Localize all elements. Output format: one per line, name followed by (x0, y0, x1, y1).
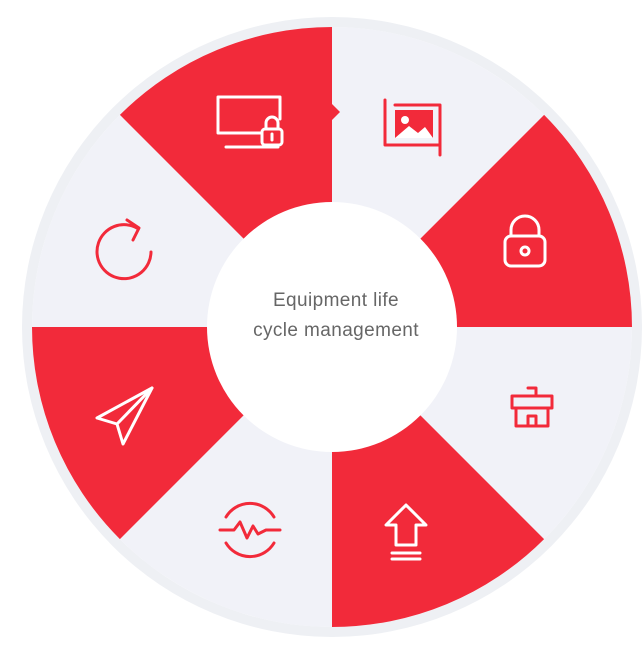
segment-lock (409, 114, 632, 336)
center-circle (207, 202, 457, 452)
refresh-icon (95, 218, 153, 281)
monitor-lock-icon (216, 95, 284, 149)
toolbox-icon (510, 386, 554, 428)
segment-upload-arrow (324, 404, 545, 627)
segment-refresh (32, 114, 255, 328)
segment-paper-plane (32, 319, 255, 540)
upload-arrow-icon (384, 503, 428, 561)
center-title-line-2: cycle management (253, 320, 419, 341)
segment-toolbox (409, 327, 632, 540)
center-title: Equipment life cycle management (206, 286, 466, 346)
segment-image-crop (332, 27, 545, 250)
pulse-icon (218, 501, 282, 559)
paper-plane-icon (95, 386, 154, 446)
segment-monitor-lock (119, 27, 341, 250)
image-crop-icon (383, 98, 442, 157)
lock-icon (503, 214, 547, 268)
center-title-line-1: Equipment life (272, 290, 399, 311)
